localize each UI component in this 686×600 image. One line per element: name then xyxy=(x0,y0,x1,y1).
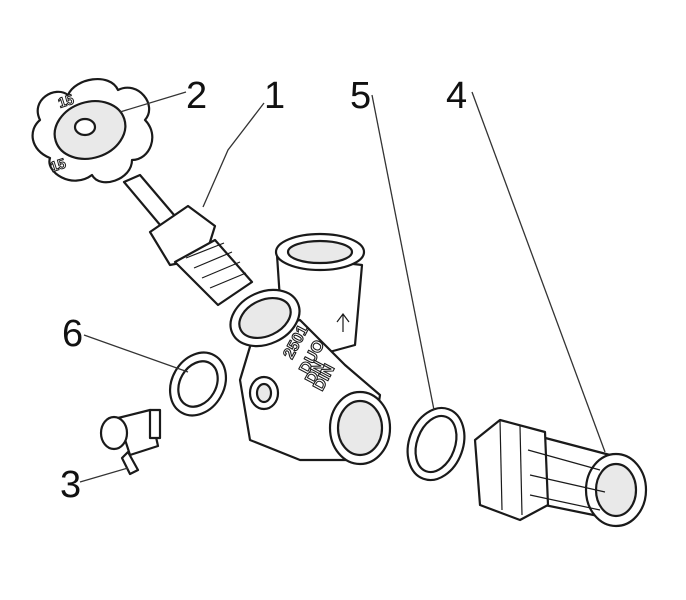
leader-line-1 xyxy=(202,102,265,208)
leader-lines xyxy=(79,91,606,483)
callout-4: 4 xyxy=(446,75,467,117)
callout-1: 1 xyxy=(264,75,285,117)
part-6-sealing-ring xyxy=(168,351,228,417)
callout-6: 6 xyxy=(62,313,83,355)
part-2-handwheel: 15 15 xyxy=(31,77,154,184)
handwheel-mark-top: 15 xyxy=(56,91,76,111)
part-5-sealing-ring xyxy=(406,406,466,482)
leader-line-4 xyxy=(471,91,606,453)
part-1-bonnet-spindle xyxy=(122,173,254,307)
callout-3: 3 xyxy=(60,464,81,506)
callout-5: 5 xyxy=(350,75,371,117)
leader-line-5 xyxy=(371,94,435,411)
valve-body: 2501 DUO DN DIN xyxy=(229,232,392,466)
leader-line-3 xyxy=(79,467,129,483)
part-4-union-tailpiece xyxy=(473,418,648,528)
leader-line-2 xyxy=(119,91,187,113)
callout-labels: 1 2 3 4 5 6 xyxy=(60,75,467,506)
part-3-drain-cock xyxy=(99,408,162,476)
handwheel-mark-left: 15 xyxy=(48,155,68,175)
callout-2: 2 xyxy=(186,75,207,117)
leader-line-6 xyxy=(83,334,189,373)
